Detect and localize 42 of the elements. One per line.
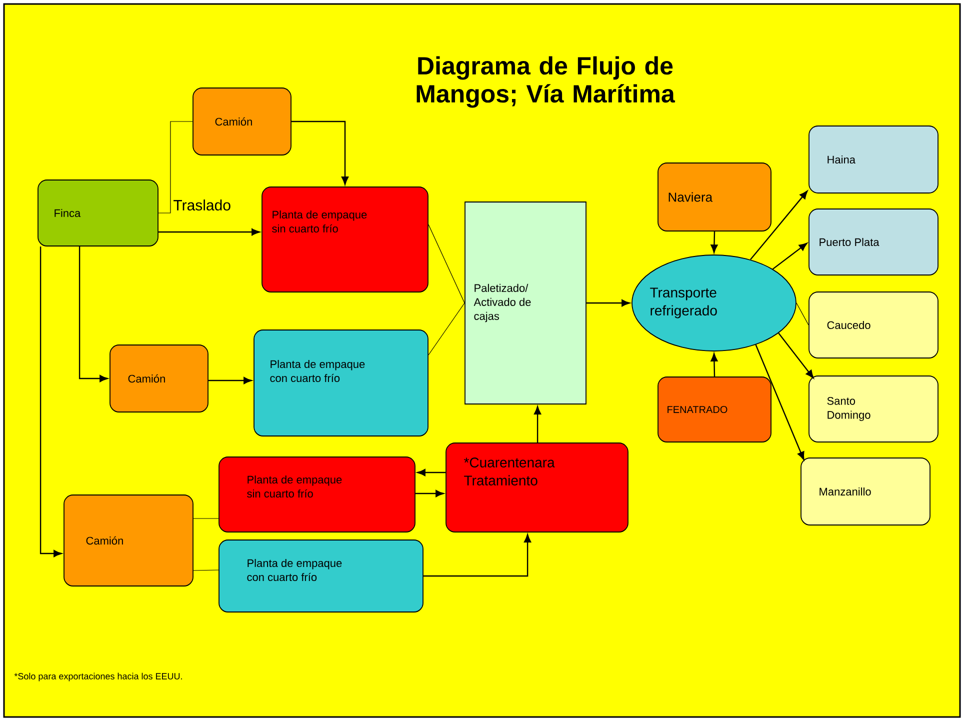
process-box: Caucedo bbox=[808, 292, 938, 358]
process-box: *Cuarentenara Tratamiento bbox=[446, 442, 628, 532]
arrow bbox=[415, 490, 444, 498]
arrow bbox=[755, 344, 804, 460]
connector-line bbox=[158, 121, 193, 214]
arrow bbox=[291, 120, 349, 185]
arrow bbox=[750, 190, 808, 260]
process-box: Planta de empaque con cuarto frío bbox=[218, 540, 424, 612]
arrow bbox=[534, 406, 542, 443]
arrow bbox=[78, 246, 108, 382]
process-box: Planta de empaque con cuarto frío bbox=[254, 330, 428, 436]
process-box: Paletizado/ Activado de cajas bbox=[464, 202, 586, 404]
process-box: Planta de empaque sin cuarto frío bbox=[262, 186, 428, 292]
connector-line bbox=[796, 302, 809, 326]
process-box: Naviera bbox=[658, 162, 772, 232]
process-box: Camión bbox=[64, 494, 194, 586]
process-box: Finca bbox=[38, 180, 158, 246]
arrow bbox=[710, 231, 718, 253]
process-box: Camión bbox=[110, 344, 208, 412]
connector-line bbox=[428, 302, 465, 356]
arrow bbox=[423, 534, 532, 577]
connector-line bbox=[428, 224, 465, 304]
process-box: Camión bbox=[192, 88, 292, 156]
process-box: Puerto Plata bbox=[808, 208, 938, 276]
arrow bbox=[158, 228, 260, 236]
arrow bbox=[778, 332, 814, 378]
connector-line bbox=[193, 518, 219, 519]
title: Diagrama de Flujo de Mangos; Vía Marítima bbox=[416, 56, 676, 108]
arrow bbox=[772, 242, 808, 270]
arrow bbox=[586, 299, 630, 307]
note: Traslado bbox=[174, 200, 230, 210]
arrow bbox=[40, 246, 62, 558]
process-box: Planta de empaque sin cuarto frío bbox=[218, 456, 416, 532]
connector-line bbox=[193, 570, 219, 571]
process-box: Santo Domingo bbox=[808, 376, 938, 442]
process-box: Manzanillo bbox=[800, 458, 930, 526]
process-box: Haina bbox=[808, 126, 938, 194]
arrow bbox=[417, 468, 446, 476]
arrow bbox=[208, 376, 252, 384]
note: *Solo para exportaciones hacia los EEUU. bbox=[14, 672, 182, 682]
process-box: FENATRADO bbox=[658, 376, 772, 442]
arrow bbox=[710, 353, 718, 377]
